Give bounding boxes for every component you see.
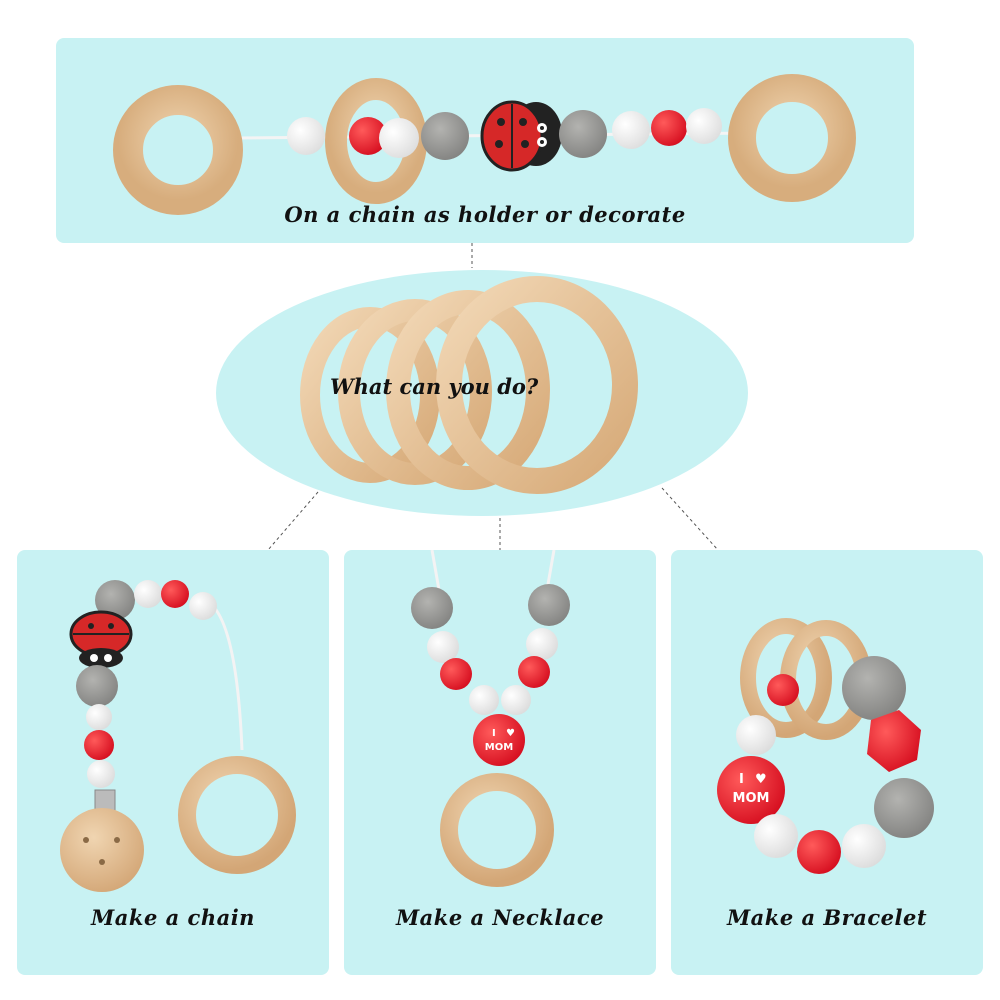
wood-ring [440,773,554,887]
chain-panel: Make a chain [17,550,329,975]
crochet-bead [421,112,469,160]
red-bead [349,117,387,155]
svg-text:♥: ♥ [755,772,767,787]
wood-ring [178,756,296,874]
chain-caption: Make a chain [91,905,255,930]
white-bead [612,111,650,149]
wood-ring [113,85,243,215]
pacifier-clip [60,808,144,892]
svg-text:I: I [492,728,496,739]
svg-text:MOM: MOM [485,742,513,753]
svg-text:♥: ♥ [506,728,515,739]
svg-text:I: I [739,772,744,787]
crochet-bead [559,110,607,158]
necklace-panel: I ♥ MOM Make a Necklace [344,550,656,975]
ladybug-bead [69,610,133,668]
svg-text:MOM: MOM [733,791,770,806]
bracelet-illustration: I ♥ MOM [717,618,934,874]
mom-bead: I ♥ MOM [473,714,525,766]
top-caption: On a chain as holder or decorate [284,202,686,227]
red-bead [651,110,687,146]
center-question: What can you do? [330,374,539,399]
necklace-illustration: I ♥ MOM [411,550,570,887]
chain-holder-illustration [113,74,856,215]
wood-ring [728,74,856,202]
top-panel: On a chain as holder or decorate [56,38,914,243]
bracelet-caption: Make a Bracelet [726,905,928,930]
necklace-caption: Make a Necklace [395,905,605,930]
white-bead [686,108,722,144]
pacifier-chain-illustration [60,580,296,892]
mom-bead: I ♥ MOM [717,756,785,824]
bracelet-panel: I ♥ MOM Make a Bracelet [671,550,983,975]
white-bead [287,117,325,155]
wood-ring [740,618,832,738]
ladybug-bead [480,100,562,172]
white-bead [379,118,419,158]
